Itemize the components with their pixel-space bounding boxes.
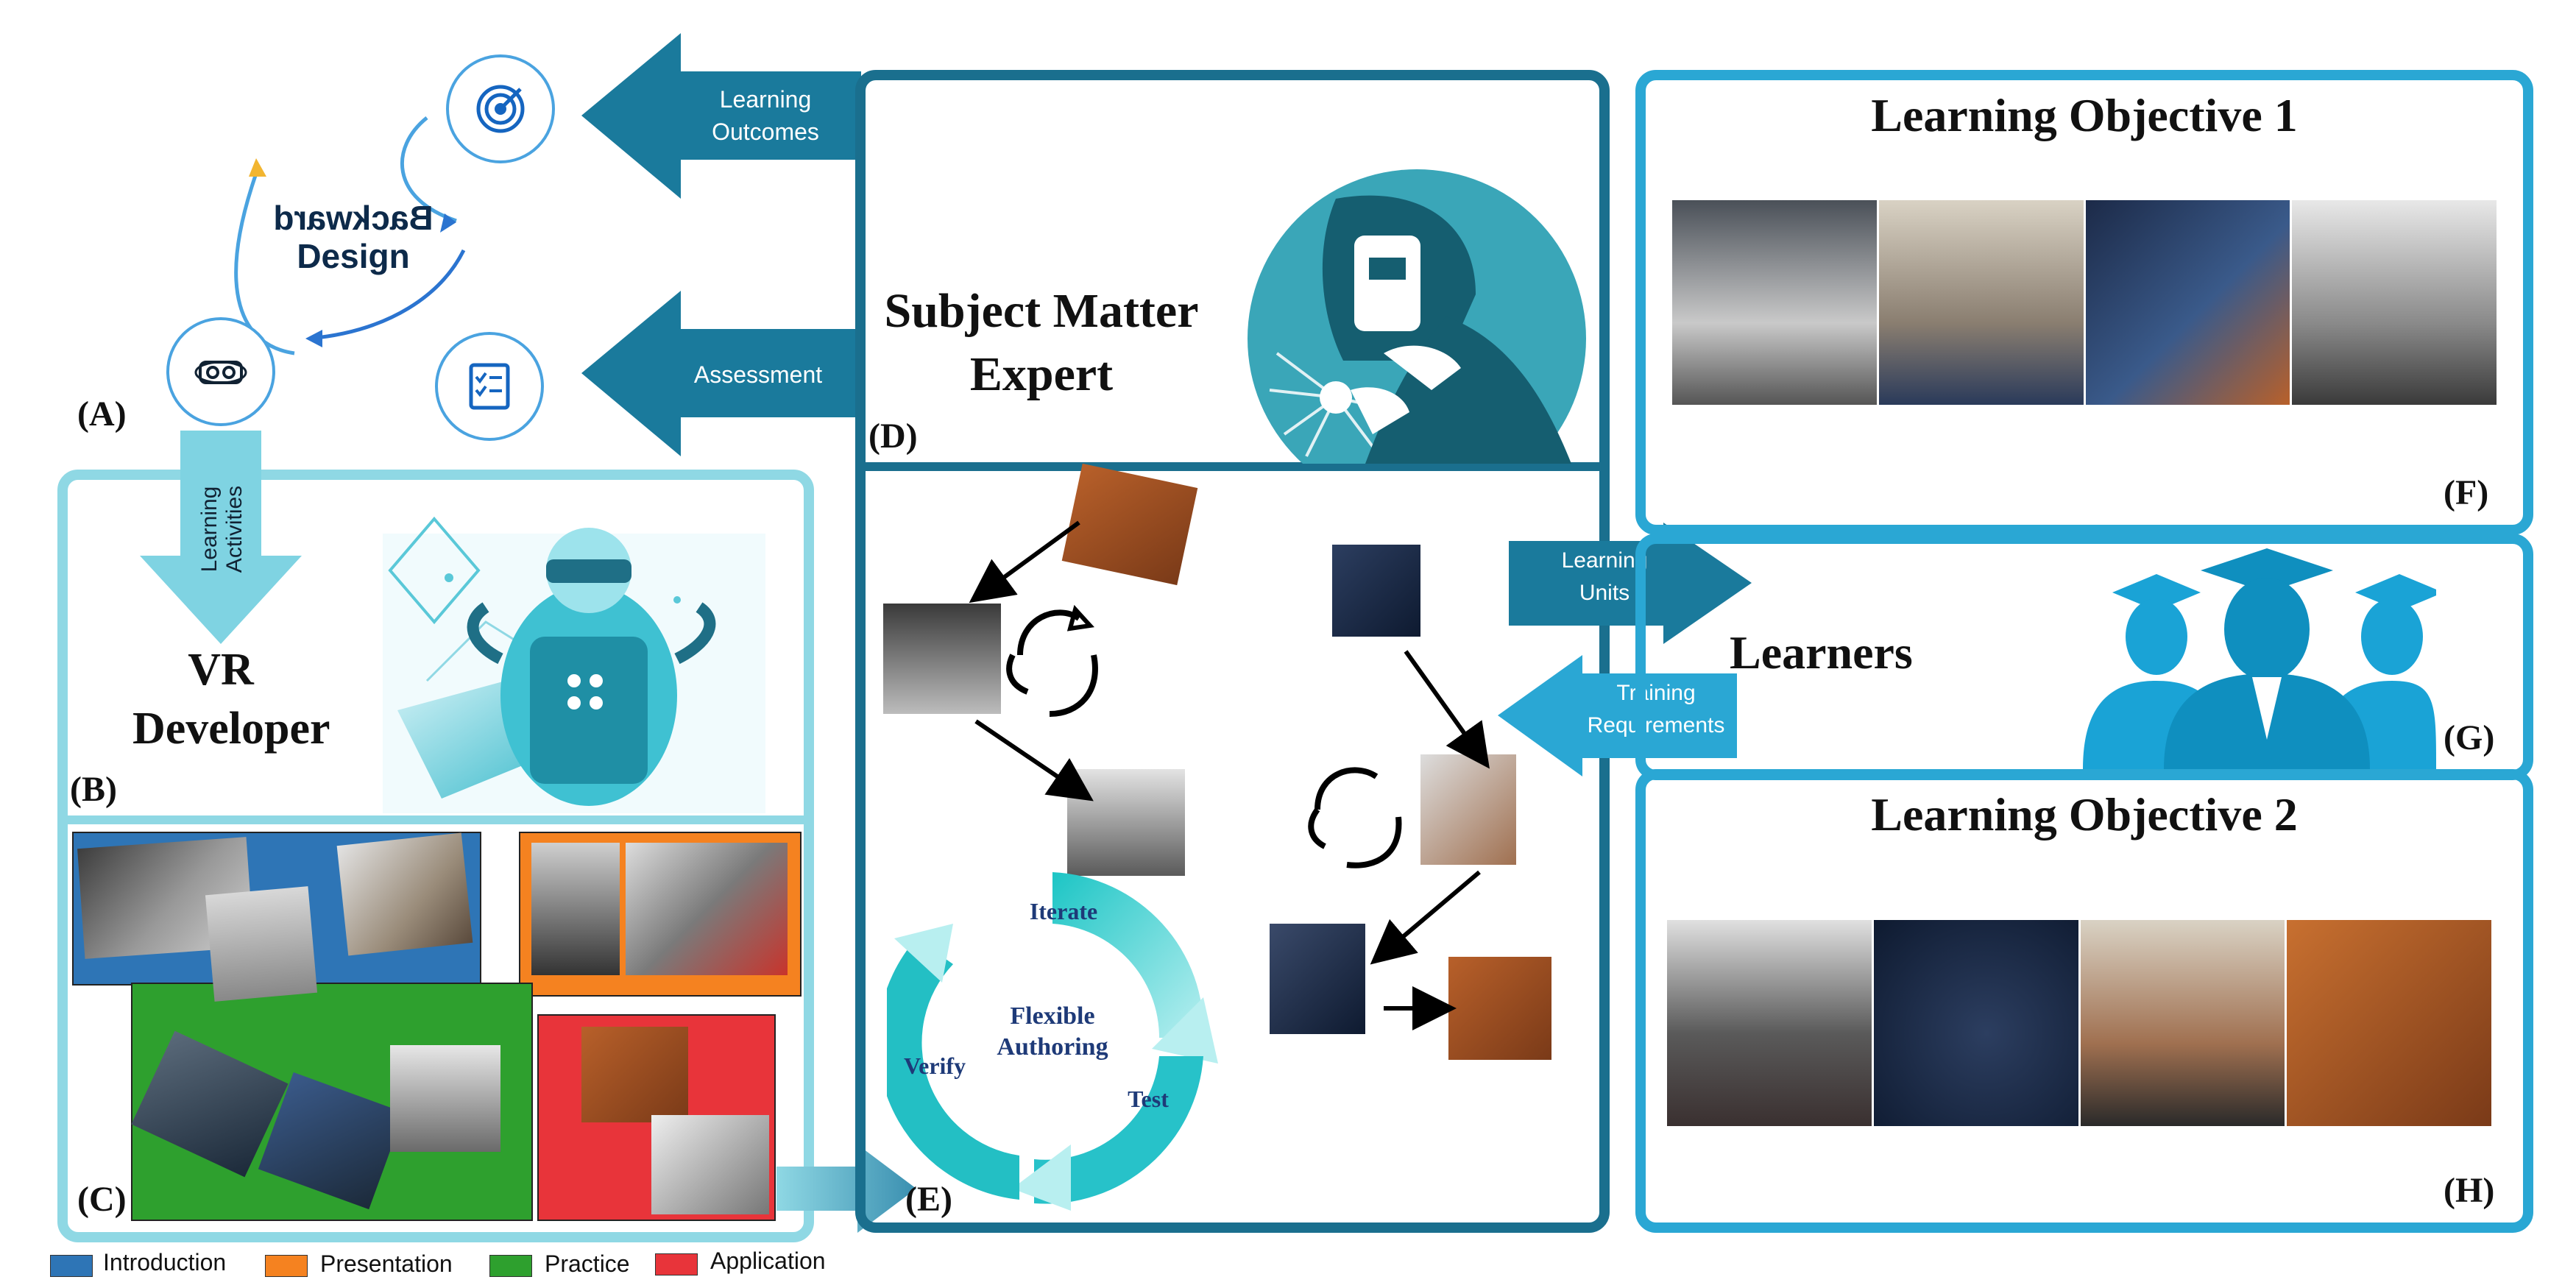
lo2-strip xyxy=(1667,920,2491,1126)
e-puzzle-right-bot1 xyxy=(1270,924,1365,1034)
sme-line2: Expert xyxy=(969,347,1114,401)
e-puzzle-right-bot2 xyxy=(1448,957,1551,1060)
learning-objective-1-title: Learning Objective 1 xyxy=(1871,89,2298,141)
vr-developer-illustration xyxy=(353,489,795,813)
learning-activities-arrow: Learning Activities xyxy=(140,431,302,644)
backward-design-line2: Design xyxy=(297,237,410,275)
vr-developer-line2: Developer xyxy=(132,704,330,754)
lo1-frame-2 xyxy=(1878,200,2086,405)
welder-illustration xyxy=(1225,169,1593,464)
panel-a-label: (A) xyxy=(77,394,127,434)
panel-h-label: (H) xyxy=(2444,1171,2495,1210)
learning-activities-line1: Learning xyxy=(197,486,222,573)
panel-d-label: (D) xyxy=(868,417,918,456)
learners-title: Learners xyxy=(1730,626,1913,679)
test-label: Test xyxy=(1128,1086,1169,1112)
subject-matter-expert-title: Subject Matter Expert xyxy=(865,280,1218,406)
assessment-label: Assessment xyxy=(693,361,823,388)
flexible-line2: Authoring xyxy=(997,1033,1108,1061)
learning-units-line2: Units xyxy=(1579,581,1630,605)
e-flow-arrows-left xyxy=(969,520,1098,802)
target-icon xyxy=(475,83,526,135)
e-puzzle-left xyxy=(883,604,1001,714)
lo1-frame-1 xyxy=(1672,200,1879,405)
application-screenshot-2 xyxy=(651,1115,769,1214)
intro-screenshot-3 xyxy=(336,832,473,956)
application-screenshot-1 xyxy=(581,1027,688,1122)
training-requirements-arrow: Training Requirements xyxy=(1498,655,1737,776)
legend-label-introduction: Introduction xyxy=(103,1249,227,1275)
learning-objective-2-title: Learning Objective 2 xyxy=(1871,788,2298,841)
lo2-frame-3 xyxy=(2080,920,2287,1126)
learning-activities-line2: Activities xyxy=(222,485,247,573)
panel-b-label: (B) xyxy=(70,770,117,809)
panel-f-label: (F) xyxy=(2444,473,2489,512)
vr-developer-title: VR Developer xyxy=(132,640,330,758)
lo2-frame-2 xyxy=(1873,920,2081,1126)
lo2-frame-1 xyxy=(1667,920,1874,1126)
center-frame xyxy=(855,70,1610,1233)
panel-g-label: (G) xyxy=(2444,718,2495,757)
assessment-arrow: Assessment xyxy=(581,291,861,456)
lo2-frame-4 xyxy=(2287,920,2491,1126)
learning-outcomes-line2: Outcomes xyxy=(712,118,819,145)
legend-swatch-application xyxy=(655,1253,698,1275)
lo1-frame-4 xyxy=(2292,200,2497,405)
learning-units-arrow: Learning Units xyxy=(1509,523,1752,644)
e-puzzle-right-mid xyxy=(1420,754,1516,865)
e-flow-arrows-right xyxy=(1308,650,1490,1030)
c-to-e-arrow xyxy=(776,1144,916,1233)
panel-e-label: (E) xyxy=(905,1180,952,1219)
legend-label-presentation: Presentation xyxy=(320,1250,453,1277)
learning-units-line1: Learning xyxy=(1561,548,1648,573)
panel-f-learning-objective-1 xyxy=(1635,70,2533,535)
presentation-screenshot-1 xyxy=(531,843,620,975)
panel-b-divider xyxy=(68,815,804,824)
vr-headset-icon xyxy=(193,344,249,400)
intro-screenshot-2 xyxy=(205,886,318,1002)
backward-design-line1: Backward xyxy=(273,199,434,237)
iterate-label: Iterate xyxy=(1029,898,1098,924)
panel-c-label: (C) xyxy=(77,1180,127,1219)
legend: Introduction Presentation Practice Appli… xyxy=(44,1248,927,1284)
graduates-icon xyxy=(2068,548,2444,769)
backward-design-title: Backward Design xyxy=(258,199,449,275)
checklist-icon xyxy=(464,361,515,412)
verify-label: Verify xyxy=(903,1052,966,1079)
lo1-strip xyxy=(1672,200,2497,405)
e-puzzle-right-top xyxy=(1332,545,1420,637)
learning-outcomes-arrow: Learning Outcomes xyxy=(581,33,861,199)
learning-outcomes-line1: Learning xyxy=(719,86,812,113)
legend-swatch-presentation xyxy=(265,1255,308,1277)
legend-swatch-practice xyxy=(489,1255,532,1277)
flexible-authoring-label: Flexible Authoring xyxy=(972,1001,1133,1063)
vr-developer-line1: VR xyxy=(188,645,254,695)
legend-label-application: Application xyxy=(710,1248,826,1274)
presentation-screenshot-2 xyxy=(626,843,788,975)
flexible-line1: Flexible xyxy=(1010,1002,1095,1030)
sme-line1: Subject Matter xyxy=(884,284,1199,338)
center-divider xyxy=(866,462,1599,471)
panel-h-learning-objective-2 xyxy=(1635,769,2533,1233)
training-requirements-line1: Training xyxy=(1616,681,1696,705)
flexible-authoring-cycle: Iterate Test Verify Flexible Authoring xyxy=(877,865,1218,1211)
legend-swatch-introduction xyxy=(50,1255,93,1277)
legend-label-practice: Practice xyxy=(545,1250,630,1277)
backward-design-diagram: Backward Design xyxy=(147,29,559,456)
training-requirements-line2: Requirements xyxy=(1587,713,1725,737)
lo1-frame-3 xyxy=(2085,200,2293,405)
practice-screenshot-3 xyxy=(390,1045,500,1152)
